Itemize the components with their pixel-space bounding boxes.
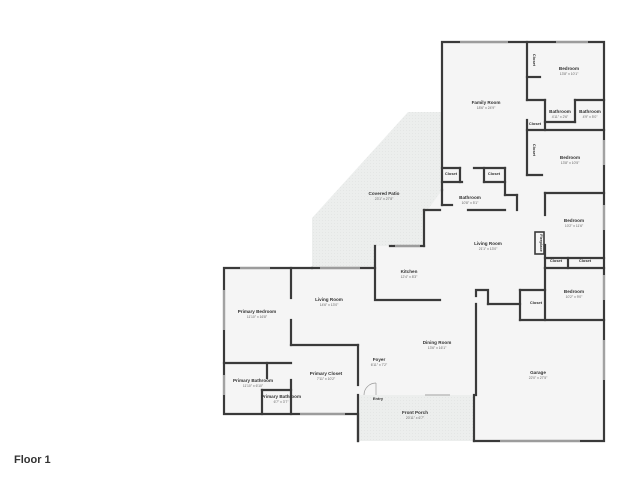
room-dimensions: 10'2" x 11'6" <box>565 224 584 228</box>
room-name: Living Room <box>315 297 343 302</box>
room-name: Closet <box>530 300 543 305</box>
room-label-closet-mid: Closet <box>529 121 542 126</box>
room-name: Kitchen <box>401 269 418 274</box>
room-name: Closet <box>529 121 542 126</box>
room-dimensions: 6'7" x 3'7" <box>274 400 290 404</box>
room-name: Dining Room <box>423 340 452 345</box>
room-dimensions: 18'6" x 24'9" <box>477 106 496 110</box>
room-label-closet-e: Closet <box>530 300 543 305</box>
room-label-fireplace: Fireplace <box>539 234 544 252</box>
room-dimensions: 21'1" x 13'0" <box>479 247 498 251</box>
room-name: Family Room <box>472 100 501 105</box>
windows <box>223 41 605 442</box>
room-name: Bathroom <box>549 109 571 114</box>
room-name: Bedroom <box>560 155 580 160</box>
room-dimensions: 10'2" x 9'0" <box>566 295 584 299</box>
room-label-closet-top: Closet <box>532 54 537 67</box>
room-dimensions: 13'8" x 10'1" <box>560 72 579 76</box>
room-dimensions: 4'11" x 2'6" <box>552 115 569 119</box>
room-dimensions: 4'9" x 5'0" <box>583 115 599 119</box>
room-dimensions: 11'10" x 16'8" <box>247 315 268 319</box>
room-name: Closet <box>532 54 537 67</box>
room-label-closet-a: Closet <box>445 171 458 176</box>
room-dimensions: 13'8" x 10'5" <box>561 161 580 165</box>
room-dimensions: 12'4" x 8'3" <box>401 275 419 279</box>
room-name: Covered Patio <box>369 191 400 196</box>
front-porch-floor <box>358 395 474 441</box>
floor-fills <box>224 42 604 441</box>
floor-label: Floor 1 <box>14 454 51 466</box>
room-dimensions: 7'11" x 10'2" <box>317 377 336 381</box>
room-label-closet-vert: Closet <box>532 144 537 157</box>
room-name: Closet <box>488 171 501 176</box>
room-name: Closet <box>550 258 563 263</box>
room-name: Primary Bathroom <box>261 394 301 399</box>
room-name: Fireplace <box>539 234 544 252</box>
room-dimensions: 13'6" x 16'1" <box>428 346 447 350</box>
room-name: Bedroom <box>559 66 579 71</box>
room-name: Bathroom <box>579 109 601 114</box>
room-dimensions: 10'8" x 5'1" <box>462 201 480 205</box>
doors <box>363 382 377 396</box>
room-label-closet-c: Closet <box>550 258 563 263</box>
room-dimensions: 23'1" x 27'8" <box>375 197 394 201</box>
room-name: Primary Closet <box>310 371 343 376</box>
main-floor <box>224 42 604 441</box>
room-dimensions: 11'10" x 6'10" <box>243 384 264 388</box>
room-name: Living Room <box>474 241 502 246</box>
room-name: Closet <box>445 171 458 176</box>
room-dimensions: 14'6" x 13'0" <box>320 303 339 307</box>
room-name: Closet <box>579 258 592 263</box>
room-name: Foyer <box>373 357 386 362</box>
room-name: Entry <box>373 396 384 401</box>
covered-patio-floor <box>312 112 442 268</box>
room-dimensions: 6'11" x 7'2" <box>371 363 388 367</box>
room-name: Bedroom <box>564 289 584 294</box>
room-label-closet-d: Closet <box>579 258 592 263</box>
room-name: Front Porch <box>402 410 428 415</box>
room-name: Garage <box>530 370 546 375</box>
room-name: Bathroom <box>459 195 481 200</box>
room-dimensions: 20'11" x 6'7" <box>406 416 425 420</box>
room-name: Bedroom <box>564 218 584 223</box>
room-label-closet-b: Closet <box>488 171 501 176</box>
room-name: Primary Bedroom <box>238 309 277 314</box>
room-name: Closet <box>532 144 537 157</box>
room-dimensions: 22'0" x 27'5" <box>529 376 548 380</box>
room-label-entry: Entry <box>373 396 384 401</box>
room-name: Primary Bathroom <box>233 378 273 383</box>
